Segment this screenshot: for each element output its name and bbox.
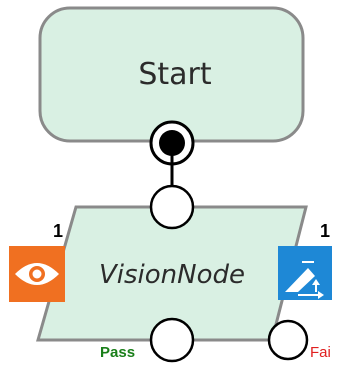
vision-node-label: VisionNode bbox=[99, 260, 245, 290]
pass-port-label: Pass bbox=[100, 344, 135, 361]
fail-port-label: Fai bbox=[310, 344, 331, 361]
output-count-label: 1 bbox=[320, 221, 330, 241]
vision-tool-badge[interactable] bbox=[278, 246, 332, 300]
input-count-label: 1 bbox=[53, 221, 63, 241]
pass-output-port[interactable] bbox=[151, 319, 193, 361]
eye-badge[interactable] bbox=[9, 246, 65, 302]
start-node-label: Start bbox=[138, 57, 212, 92]
fail-output-port[interactable] bbox=[269, 321, 307, 359]
vision-input-port[interactable] bbox=[151, 186, 193, 228]
